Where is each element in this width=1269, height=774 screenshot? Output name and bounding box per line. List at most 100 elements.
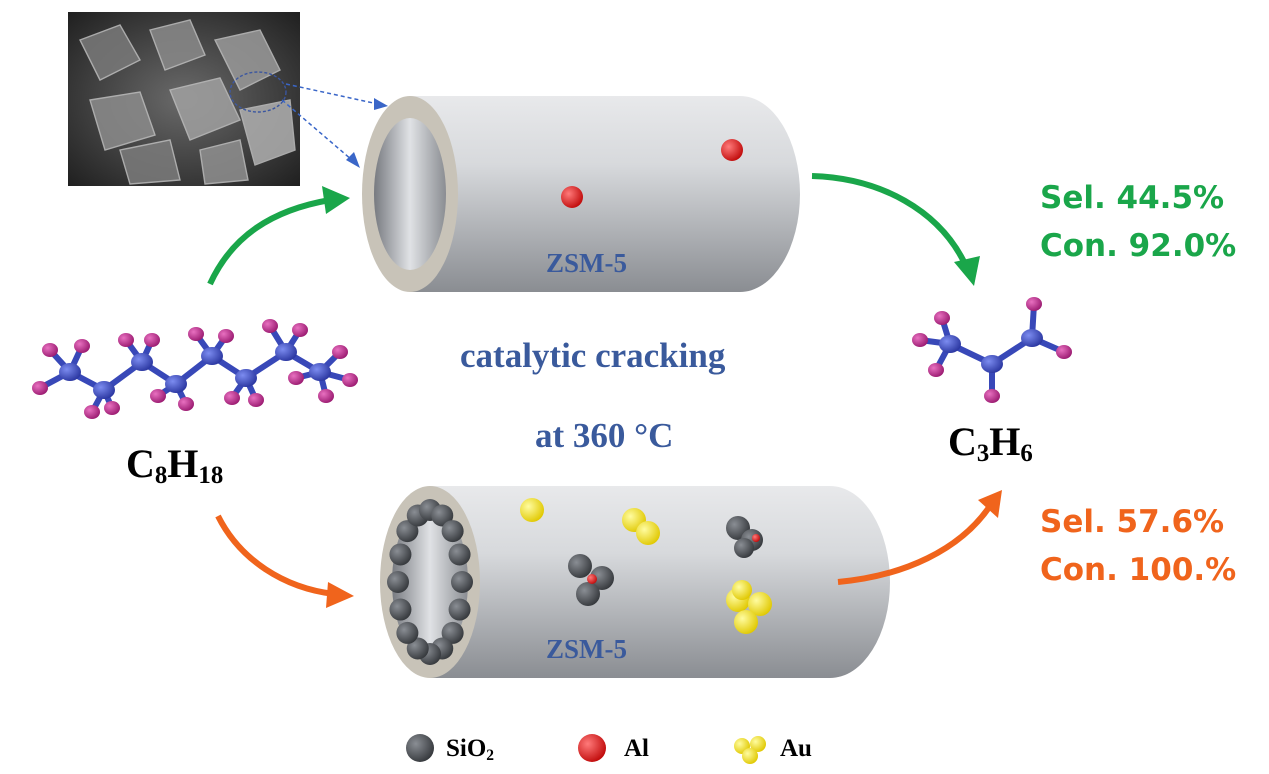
bottom-zsm5-tube xyxy=(380,486,890,678)
al-particle xyxy=(561,186,583,208)
au-particle xyxy=(520,498,544,522)
sio2-particle xyxy=(396,621,419,644)
carbon-atom xyxy=(981,355,1003,373)
hydrogen-atom xyxy=(984,389,1000,403)
sio2-particle xyxy=(451,571,473,593)
carbon-atom xyxy=(309,363,331,381)
reactant-h-count: 18 xyxy=(198,462,224,490)
hydrogen-atom xyxy=(32,381,48,395)
top-selectivity: Sel. 44.5% xyxy=(1040,180,1225,216)
au-particle xyxy=(732,580,752,600)
reactant-h: H xyxy=(167,441,199,486)
green-arrow-out xyxy=(811,173,969,268)
product-c: C xyxy=(948,419,977,464)
orange-arrowhead-in xyxy=(326,582,354,608)
hydrogen-atom xyxy=(218,329,234,343)
carbon-atom xyxy=(201,347,223,365)
product-c-count: 3 xyxy=(976,440,990,468)
hydrogen-atom xyxy=(150,389,166,403)
hydrogen-atom xyxy=(104,401,120,415)
sio2-particle xyxy=(396,520,419,543)
hydrogen-atom xyxy=(84,405,100,419)
hydrogen-atom xyxy=(1026,297,1042,311)
propene-molecule xyxy=(912,297,1072,403)
process-line-1: catalytic cracking xyxy=(460,336,726,375)
al-particle xyxy=(587,574,597,584)
hydrogen-atom xyxy=(188,327,204,341)
sem-arrowhead-1 xyxy=(374,98,388,110)
carbon-atom xyxy=(165,375,187,393)
au-particle xyxy=(748,592,772,616)
sio2-particle xyxy=(441,621,464,644)
hydrogen-atom xyxy=(928,363,944,377)
carbon-atom xyxy=(939,335,961,353)
hydrogen-atom xyxy=(118,333,134,347)
carbon-atom xyxy=(131,353,153,371)
sio2-particle xyxy=(448,543,471,566)
reactant-formula: C8H18 xyxy=(126,440,224,490)
hydrogen-atom xyxy=(1056,345,1072,359)
hydrogen-atom xyxy=(248,393,264,407)
al-particle xyxy=(721,139,743,161)
hydrogen-atom xyxy=(318,389,334,403)
hydrogen-atom xyxy=(292,323,308,337)
hydrogen-atom xyxy=(144,333,160,347)
green-arrowhead-out xyxy=(954,256,980,286)
process-line-2: at 360 °C xyxy=(535,416,674,455)
hydrogen-atom xyxy=(288,371,304,385)
orange-arrow-in xyxy=(215,514,335,597)
legend-au-ball xyxy=(742,748,758,764)
top-results: Sel. 44.5% Con. 92.0% xyxy=(1040,174,1236,270)
bottom-conversion: Con. 100.% xyxy=(1040,552,1237,588)
sio2-ring xyxy=(387,499,473,665)
legend-al-ball xyxy=(578,734,606,762)
hydrogen-atom xyxy=(262,319,278,333)
legend-au-ball xyxy=(750,736,766,752)
sio2-particle xyxy=(431,504,454,527)
reactant-c: C xyxy=(126,441,155,486)
sio2-particle xyxy=(448,598,471,621)
hydrogen-atom xyxy=(342,373,358,387)
reactant-c-count: 8 xyxy=(154,462,168,490)
sio2-particle xyxy=(387,571,409,593)
legend-au-label: Au xyxy=(780,735,812,762)
carbon-atom xyxy=(1021,329,1043,347)
sio2-particle xyxy=(441,520,464,543)
sio2-particle xyxy=(406,637,429,660)
product-h: H xyxy=(989,419,1021,464)
sio2-particle xyxy=(389,598,412,621)
green-arrowhead-in xyxy=(322,186,350,214)
legend-sio2-label: SiO2 xyxy=(446,735,495,764)
hydrogen-atom xyxy=(934,311,950,325)
octane-molecule xyxy=(32,319,358,419)
carbon-atom xyxy=(275,343,297,361)
legend-sio2-ball xyxy=(406,734,434,762)
hydrogen-atom xyxy=(912,333,928,347)
hydrogen-atom xyxy=(178,397,194,411)
hydrogen-atom xyxy=(224,391,240,405)
carbon-atom xyxy=(93,381,115,399)
product-h-count: 6 xyxy=(1020,440,1033,468)
green-arrow-in xyxy=(207,197,331,286)
carbon-atom xyxy=(59,363,81,381)
top-zsm5-tube xyxy=(362,96,800,292)
legend-al-label: Al xyxy=(624,735,649,762)
carbon-atom xyxy=(235,369,257,387)
orange-arrow-out xyxy=(837,504,993,585)
orange-arrowhead-out xyxy=(978,490,1002,518)
hydrogen-atom xyxy=(74,339,90,353)
product-formula: C3H6 xyxy=(948,418,1033,468)
al-particle xyxy=(752,534,760,542)
sio2-particle xyxy=(389,543,412,566)
sio2-particle xyxy=(576,582,600,606)
bottom-selectivity: Sel. 57.6% xyxy=(1040,504,1225,540)
sio2-particle xyxy=(590,566,614,590)
hydrogen-atom xyxy=(332,345,348,359)
sem-arrowhead-2 xyxy=(346,152,360,168)
au-particle xyxy=(636,521,660,545)
sio2-particle xyxy=(568,554,592,578)
bottom-results: Sel. 57.6% Con. 100.% xyxy=(1040,498,1236,594)
bottom-tube-label: ZSM-5 xyxy=(546,634,627,664)
sio2-particle xyxy=(734,538,754,558)
